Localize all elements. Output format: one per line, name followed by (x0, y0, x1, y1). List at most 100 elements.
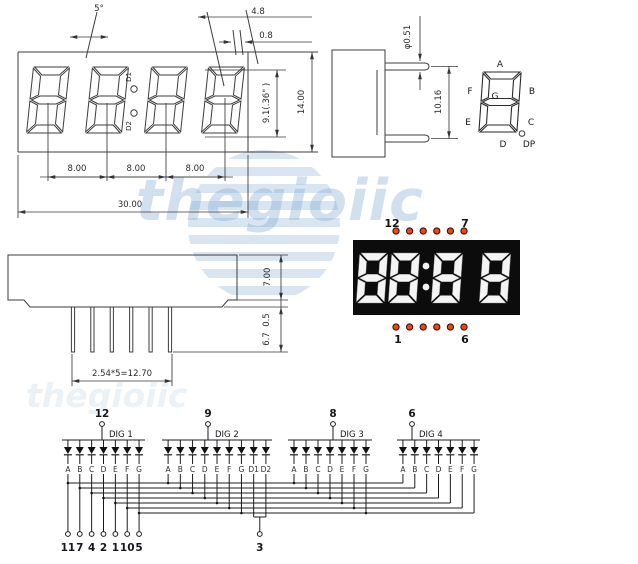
segment-letter: E (113, 465, 118, 474)
seven-seg-digit (356, 252, 388, 304)
led-diode-icon (434, 447, 443, 454)
digit-segment (151, 66, 188, 76)
led-diode-icon (398, 447, 407, 454)
seven-seg-digit (201, 66, 245, 134)
led-pin-dot (405, 227, 414, 235)
dim-segment-width: 4.8 (251, 7, 265, 17)
led-diode-icon (470, 447, 479, 454)
front-outline (17, 51, 318, 153)
pin-terminal (100, 531, 107, 537)
digit-segment (511, 71, 522, 102)
led-pin-dot (419, 227, 427, 235)
pin-terminal (76, 531, 83, 537)
profile-pins (70, 306, 173, 353)
seven-seg-digit (431, 252, 463, 304)
digit-segment (232, 66, 245, 100)
led-diode-icon (458, 447, 467, 454)
display-photo: 12 7 1 6 (353, 217, 520, 346)
schematic-pin-number: 1 (112, 542, 119, 554)
schematic-pin-number: 9 (204, 408, 211, 420)
colon-dot-top (130, 85, 138, 93)
led-diode-icon (410, 447, 419, 454)
led-pin-dot (460, 323, 468, 331)
dim-segment-thickness: 0.8 (259, 31, 273, 41)
digit-segment (26, 100, 39, 134)
seg-label-f: F (467, 87, 472, 97)
pin-terminal (205, 421, 211, 427)
seven-seg-digit (26, 66, 70, 134)
photo-pin-6: 6 (461, 333, 469, 346)
digit-segment (391, 274, 417, 282)
led-pin-dots (392, 227, 468, 331)
profile-pin (129, 306, 134, 353)
side-view-drawing: φ0.51 10.16 (331, 16, 458, 158)
digit-segment (388, 295, 416, 304)
dim-digit-height: 9.1(.36" ) (262, 83, 272, 123)
segment-letter: A (291, 465, 297, 474)
seg-label-g: G (492, 92, 499, 102)
segment-letter: E (448, 465, 453, 474)
seven-seg-digit (144, 66, 188, 134)
digit-segment (479, 295, 507, 304)
segment-letter: C (315, 465, 320, 474)
led-diode-icon (164, 447, 173, 454)
profile-view-drawing: 2.54*5=12.70 7.00 0.5 6.7 (7, 254, 288, 386)
digit-segment (359, 274, 385, 282)
photo-pin-1: 1 (394, 333, 402, 346)
led-diode-icon (362, 447, 370, 454)
digit-segment (392, 252, 420, 261)
segment-diagram-digit (478, 71, 522, 133)
led-diode-icon (176, 447, 185, 454)
seg-label-a: A (497, 60, 504, 70)
digit-segment (85, 124, 122, 134)
digit-segment (172, 100, 185, 134)
dim-overall-width: 30.00 (118, 200, 142, 210)
segment-diagram: A F B G E C D DP (465, 60, 536, 150)
digit-segment (89, 95, 125, 105)
led-diode-icon (290, 447, 298, 454)
led-diode-icon (87, 447, 96, 454)
led-diode-icon (314, 447, 322, 454)
led-diode-icon (261, 447, 270, 454)
pin-span-ext-lines (431, 66, 458, 139)
profile-pin (167, 306, 173, 353)
digit-segment (144, 100, 157, 134)
schematic-pin-number: 11 (61, 542, 76, 554)
digit-segment (229, 100, 242, 134)
digit-segment (201, 124, 238, 134)
seg-label-dp: DP (523, 140, 536, 150)
front-view-drawing: 5° 4.8 0.8 9.1(.36" ) 14.00 8.00 8.00 8.… (17, 4, 318, 218)
led-diode-icon (302, 447, 310, 454)
digit-segment (33, 66, 70, 76)
seven-seg-digit (85, 66, 129, 134)
digit-segment (57, 66, 70, 100)
segment-leader-lines (206, 9, 259, 87)
dim-digit-pitch-2: 8.00 (127, 164, 146, 174)
colon-label-d1: D1 (125, 72, 133, 82)
led-diode-icon (188, 447, 197, 454)
dim-digit-pitch-1: 8.00 (68, 164, 87, 174)
digit-segment (88, 66, 101, 100)
segment-letter: F (125, 465, 129, 474)
digit-segment (29, 66, 42, 100)
pin-terminal (136, 531, 142, 537)
segment-letter: B (303, 465, 308, 474)
segment-letter: C (89, 465, 94, 474)
segment-letter: D (436, 465, 442, 474)
front-view-digits (26, 66, 245, 134)
digit-segment (204, 66, 217, 100)
segment-letter: A (400, 465, 406, 474)
schematic-pin-number: 8 (329, 408, 336, 420)
digit-label: DIG 1 (109, 430, 133, 440)
led-diode-icon (350, 447, 358, 454)
digit-segment (483, 71, 522, 80)
digit-label: DIG 4 (419, 430, 443, 440)
digit-segment (388, 278, 398, 303)
profile-pin (70, 306, 76, 353)
led-diode-icon (422, 447, 431, 454)
led-pin-dot (460, 227, 468, 235)
digit-segment (409, 278, 419, 303)
segment-letter: E (340, 465, 345, 474)
digit-segment (480, 71, 491, 102)
led-pin-dot (446, 227, 455, 235)
